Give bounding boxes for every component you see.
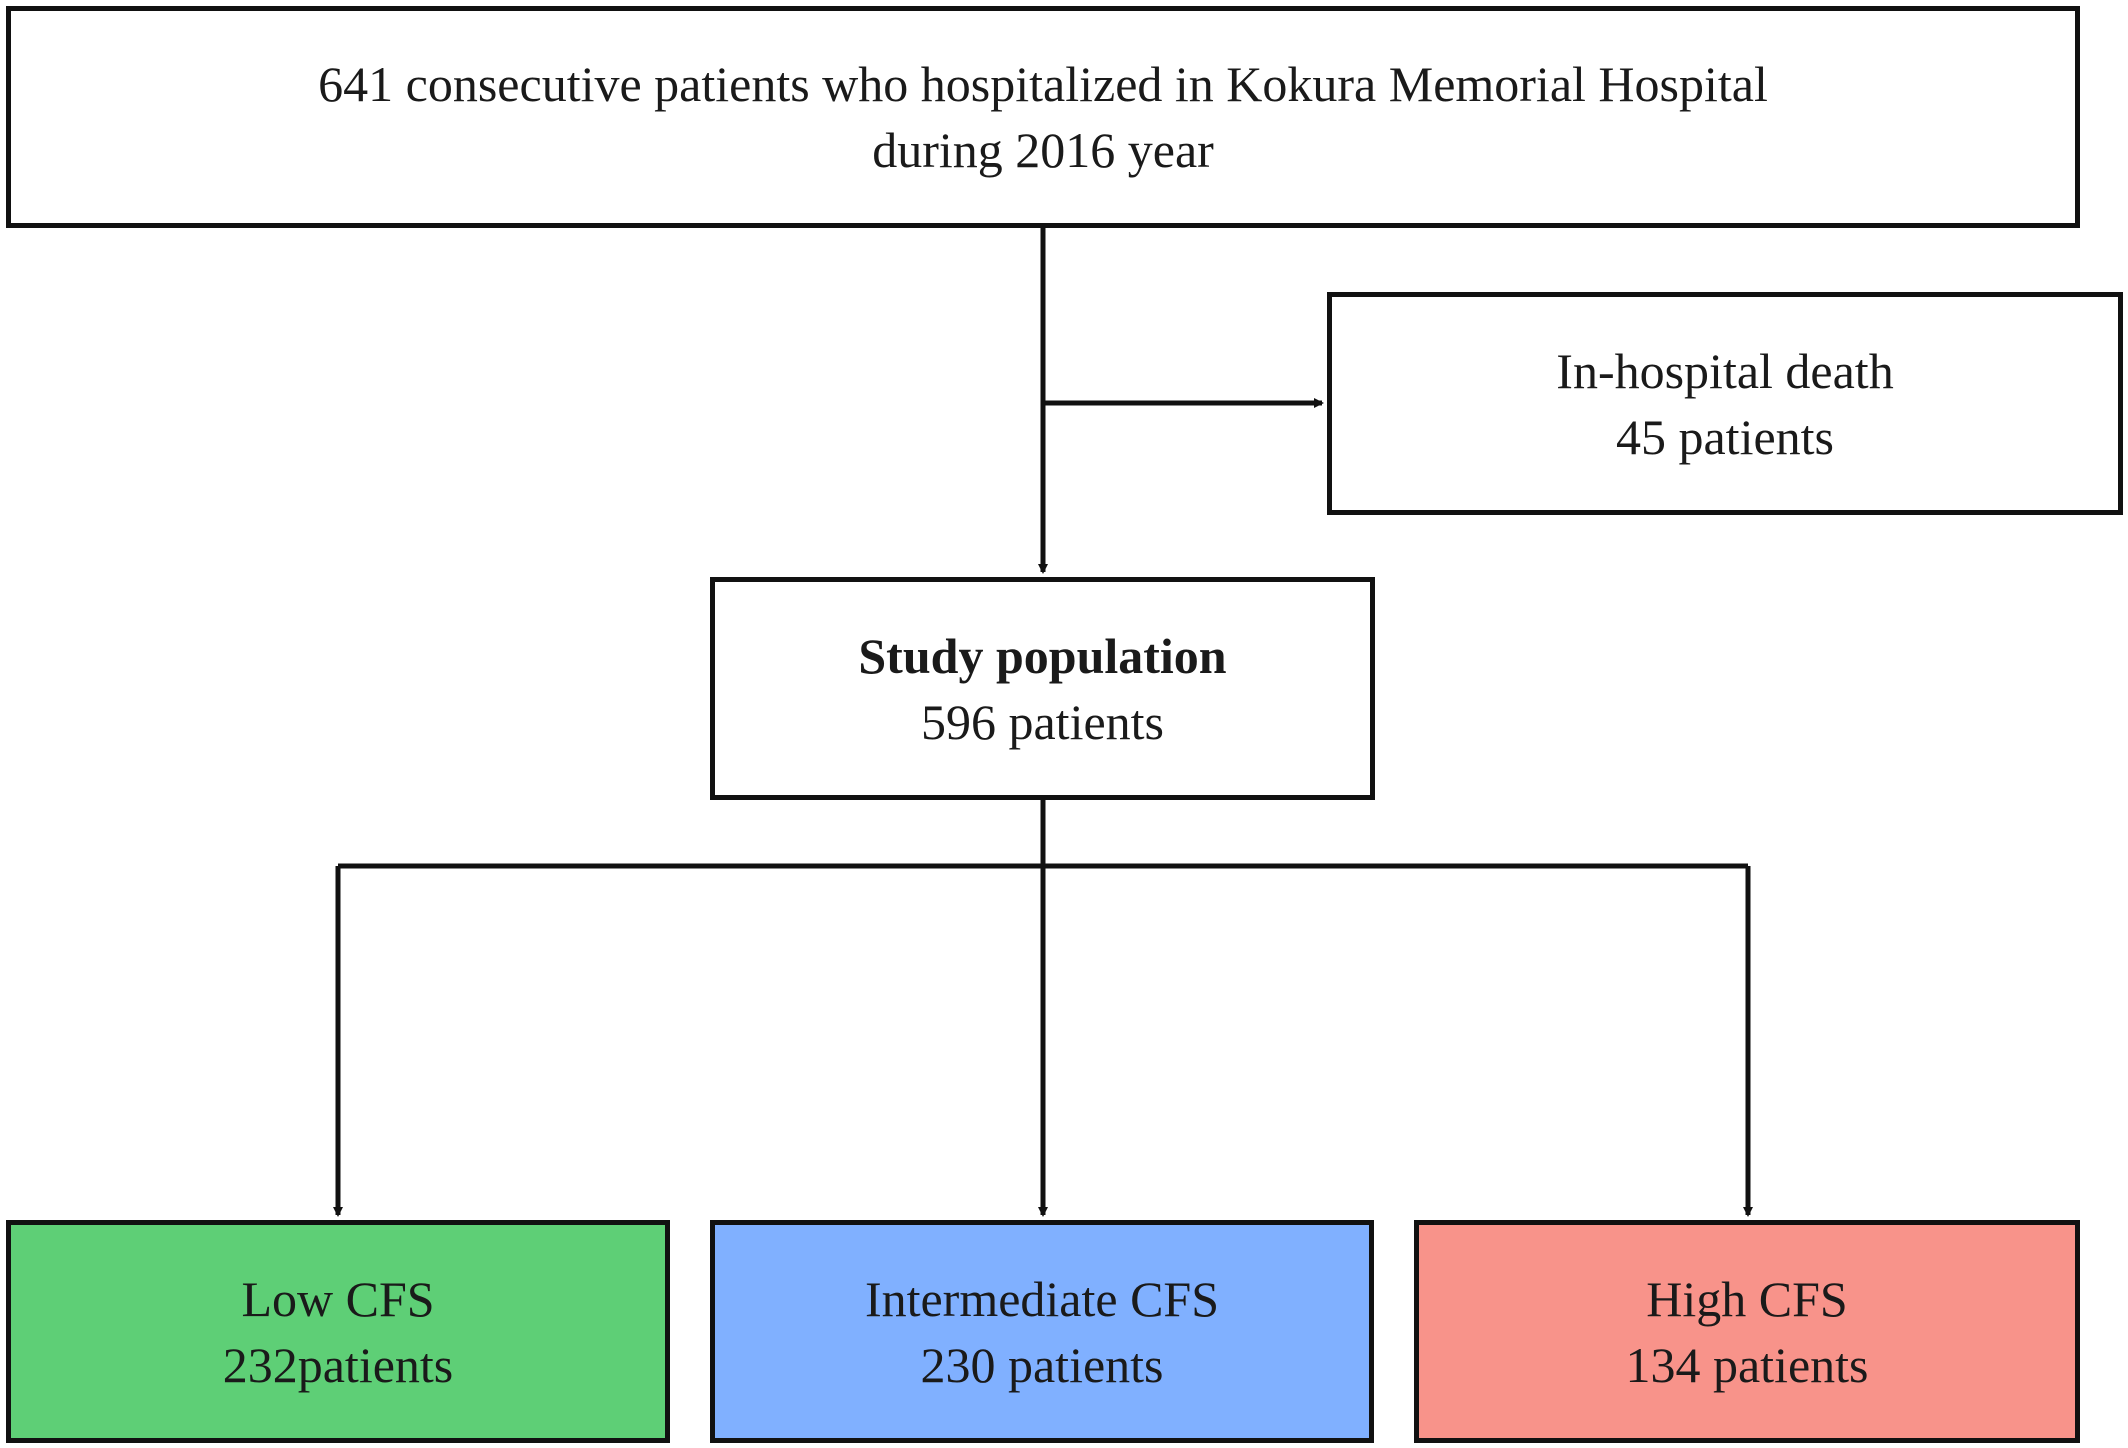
initial-cohort-line1: 641 consecutive patients who hospitalize… <box>318 56 1768 112</box>
high-cfs-box: High CFS 134 patients <box>1414 1220 2080 1443</box>
high-cfs-label: High CFS <box>1646 1270 1848 1327</box>
intermediate-cfs-label: Intermediate CFS <box>864 1270 1220 1327</box>
study-population-box: Study population 596 patients <box>710 577 1375 800</box>
low-cfs-count: 232patients <box>222 1336 454 1393</box>
exclusion-box: In-hospital death 45 patients <box>1327 292 2123 515</box>
study-population-title: Study population <box>858 627 1227 684</box>
initial-cohort-box: 641 consecutive patients who hospitalize… <box>6 6 2080 228</box>
intermediate-cfs-count: 230 patients <box>920 1336 1164 1393</box>
high-cfs-count: 134 patients <box>1625 1336 1869 1393</box>
exclusion-label: In-hospital death <box>1556 342 1894 399</box>
low-cfs-label: Low CFS <box>241 1270 435 1327</box>
intermediate-cfs-box: Intermediate CFS 230 patients <box>710 1220 1374 1443</box>
exclusion-count: 45 patients <box>1615 408 1835 465</box>
initial-cohort-line2: during 2016 year <box>872 122 1214 178</box>
low-cfs-box: Low CFS 232patients <box>6 1220 670 1443</box>
study-population-count: 596 patients <box>920 693 1165 750</box>
